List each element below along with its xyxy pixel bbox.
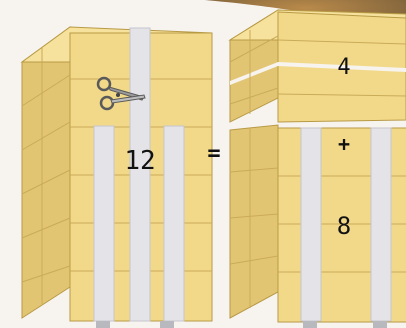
equals-sign: = [207, 141, 220, 166]
bottom-part-count-label: 8 [337, 212, 351, 240]
pallet-foot [303, 321, 317, 328]
strap-front-left [94, 126, 114, 321]
pallet-foot [96, 321, 110, 328]
top-part-count-label: 4 [337, 55, 350, 80]
split-top-stack [230, 10, 406, 122]
split-bottom-stack [230, 125, 406, 328]
bottom-stack-side-face [230, 125, 278, 318]
bottom-strap-left [301, 128, 321, 321]
plus-sign: + [338, 132, 350, 156]
strap-front-right [164, 126, 184, 321]
pallet-foot [160, 321, 174, 328]
bottom-strap-right [371, 128, 391, 321]
pallet-foot [373, 321, 387, 328]
full-pallet-stack [22, 27, 212, 328]
total-count-label: 12 [124, 146, 155, 176]
